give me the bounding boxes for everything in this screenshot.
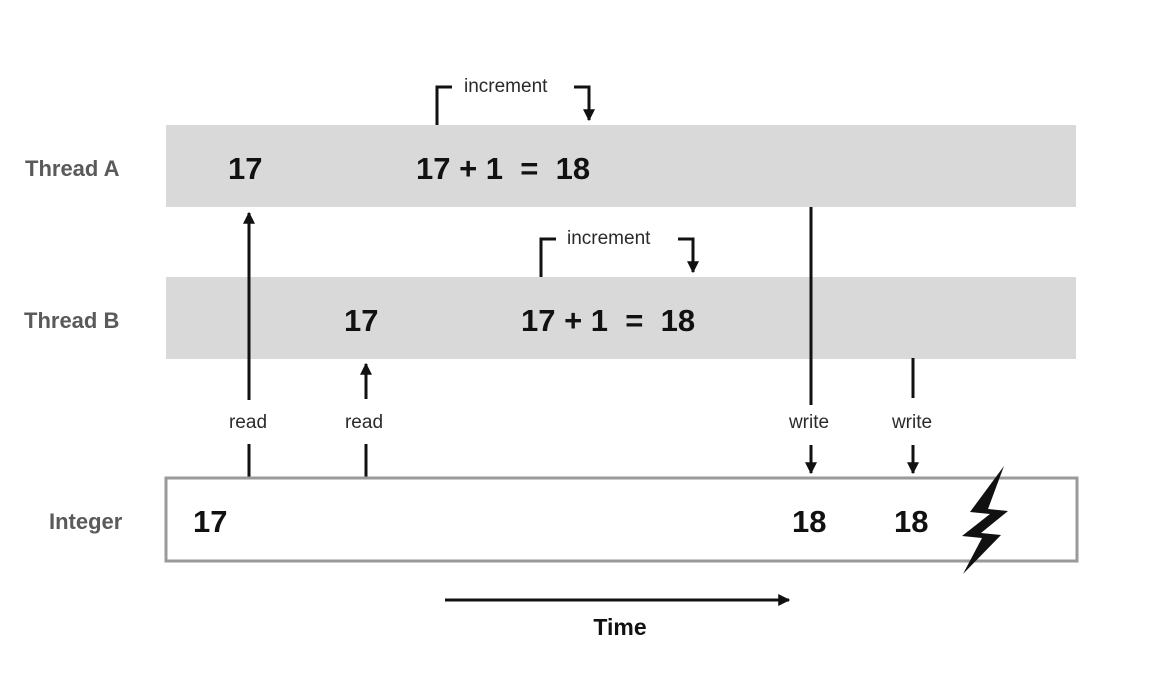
read-label-a: read xyxy=(229,412,267,433)
integer-label: Integer xyxy=(49,509,123,534)
thread-a-increment-label: increment xyxy=(464,76,548,97)
integer-write-value-a: 18 xyxy=(792,504,826,539)
increment-bracket-start xyxy=(539,237,556,277)
increment-arrow xyxy=(574,85,595,122)
thread-b-operation: 17 + 1 = 18 xyxy=(521,303,695,338)
thread-b-increment-label: increment xyxy=(567,228,651,249)
thread-b-lane: Thread B 17 17 + 1 = 18 xyxy=(24,277,1076,359)
thread-b-label: Thread B xyxy=(24,308,119,333)
integer-initial-value: 17 xyxy=(193,504,227,539)
integer-write-value-b: 18 xyxy=(894,504,928,539)
thread-b-read: read xyxy=(345,362,383,478)
time-label: Time xyxy=(593,614,646,640)
thread-a-lane: Thread A 17 17 + 1 = 18 xyxy=(25,125,1076,207)
thread-b-band xyxy=(166,277,1076,359)
thread-b-write: write xyxy=(891,358,932,475)
thread-b-read-value: 17 xyxy=(344,303,378,338)
time-axis: Time xyxy=(445,594,791,640)
integer-box xyxy=(164,476,1079,563)
write-label-a: write xyxy=(788,412,829,433)
write-label-b: write xyxy=(891,412,932,433)
thread-a-read: read xyxy=(229,211,267,478)
thread-a-write: write xyxy=(788,207,829,475)
integer-lane: Integer 17 18 18 xyxy=(49,466,1079,574)
read-label-b: read xyxy=(345,412,383,433)
lightning-bolt-icon xyxy=(962,466,1008,574)
thread-a-band xyxy=(166,125,1076,207)
increment-bracket-start xyxy=(435,85,452,125)
thread-a-label: Thread A xyxy=(25,156,120,181)
thread-a-increment: increment xyxy=(435,76,595,125)
thread-a-operation: 17 + 1 = 18 xyxy=(416,151,590,186)
thread-a-read-value: 17 xyxy=(228,151,262,186)
thread-b-increment: increment xyxy=(539,228,699,277)
increment-arrow xyxy=(678,237,699,274)
